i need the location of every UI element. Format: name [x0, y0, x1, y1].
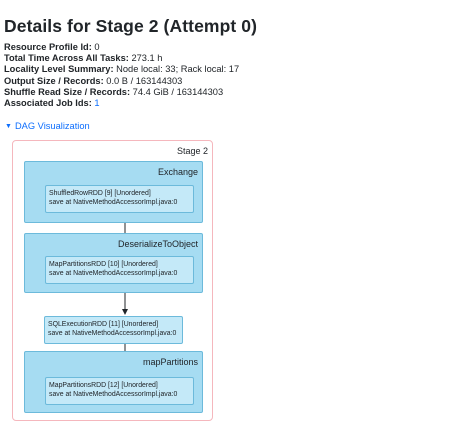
cluster-label: mapPartitions [142, 357, 198, 367]
cluster-label: DeserializeToObject [117, 239, 198, 249]
summary-label: Shuffle Read Size / Records: [4, 86, 131, 97]
rdd-node-mappartitionsrdd-12[interactable]: MapPartitionsRDD [12] [Unordered] save a… [45, 377, 194, 405]
rdd-name: MapPartitionsRDD [12] [Unordered] [49, 382, 158, 389]
summary-shuffle-read: Shuffle Read Size / Records: 74.4 GiB / … [4, 87, 239, 98]
cluster-label: Exchange [157, 167, 198, 177]
rdd-name: ShuffledRowRDD [9] [Unordered] [49, 190, 151, 197]
summary-value: 0 [94, 42, 100, 52]
dag-visualization-label: DAG Visualization [14, 121, 90, 131]
summary-label: Total Time Across All Tasks: [4, 53, 129, 64]
dag-stage-box: Stage 2 Exchange ShuffledRowRDD [9] [Uno… [12, 140, 213, 421]
stage-summary: Resource Profile Id: 0 Total Time Across… [4, 42, 239, 109]
rdd-node-shuffledrowrdd[interactable]: ShuffledRowRDD [9] [Unordered] save at N… [45, 185, 194, 213]
cluster-deserializetoobject: DeserializeToObject MapPartitionsRDD [10… [24, 233, 203, 293]
summary-label: Output Size / Records: [4, 75, 104, 86]
rdd-callsite: save at NativeMethodAccessorImpl.java:0 [48, 330, 177, 338]
summary-value: 0.0 B / 163144303 [106, 75, 183, 86]
summary-total-time: Total Time Across All Tasks: 273.1 h [4, 53, 239, 64]
rdd-node-mappartitionsrdd-10[interactable]: MapPartitionsRDD [10] [Unordered] save a… [45, 256, 194, 284]
triangle-down-icon: ▼ [5, 123, 12, 130]
rdd-name: SQLExecutionRDD [11] [Unordered] [48, 321, 159, 328]
dag-visualization-toggle[interactable]: ▼DAG Visualization [5, 121, 90, 131]
page-title: Details for Stage 2 (Attempt 0) [4, 16, 258, 36]
summary-associated-job-ids: Associated Job Ids: 1 [4, 98, 239, 109]
rdd-callsite: save at NativeMethodAccessorImpl.java:0 [49, 391, 178, 399]
rdd-node-sqlexecutionrdd[interactable]: SQLExecutionRDD [11] [Unordered] save at… [44, 316, 183, 344]
rdd-callsite: save at NativeMethodAccessorImpl.java:0 [49, 270, 178, 278]
stage-label: Stage 2 [176, 146, 208, 156]
summary-value: Node local: 33; Rack local: 17 [116, 64, 240, 75]
summary-label: Resource Profile Id: [4, 42, 92, 52]
summary-value: 273.1 h [131, 53, 163, 64]
summary-output-size: Output Size / Records: 0.0 B / 163144303 [4, 76, 239, 87]
rdd-name: MapPartitionsRDD [10] [Unordered] [49, 261, 158, 268]
job-id-link[interactable]: 1 [94, 98, 100, 109]
cluster-exchange: Exchange ShuffledRowRDD [9] [Unordered] … [24, 161, 203, 223]
summary-resource-profile-id: Resource Profile Id: 0 [4, 42, 239, 53]
summary-locality-level: Locality Level Summary: Node local: 33; … [4, 64, 239, 75]
summary-label: Associated Job Ids: [4, 98, 92, 109]
summary-label: Locality Level Summary: [4, 64, 114, 75]
summary-value: 74.4 GiB / 163144303 [132, 86, 224, 97]
rdd-callsite: save at NativeMethodAccessorImpl.java:0 [49, 199, 178, 207]
cluster-mappartitions: mapPartitions MapPartitionsRDD [12] [Uno… [24, 351, 203, 413]
